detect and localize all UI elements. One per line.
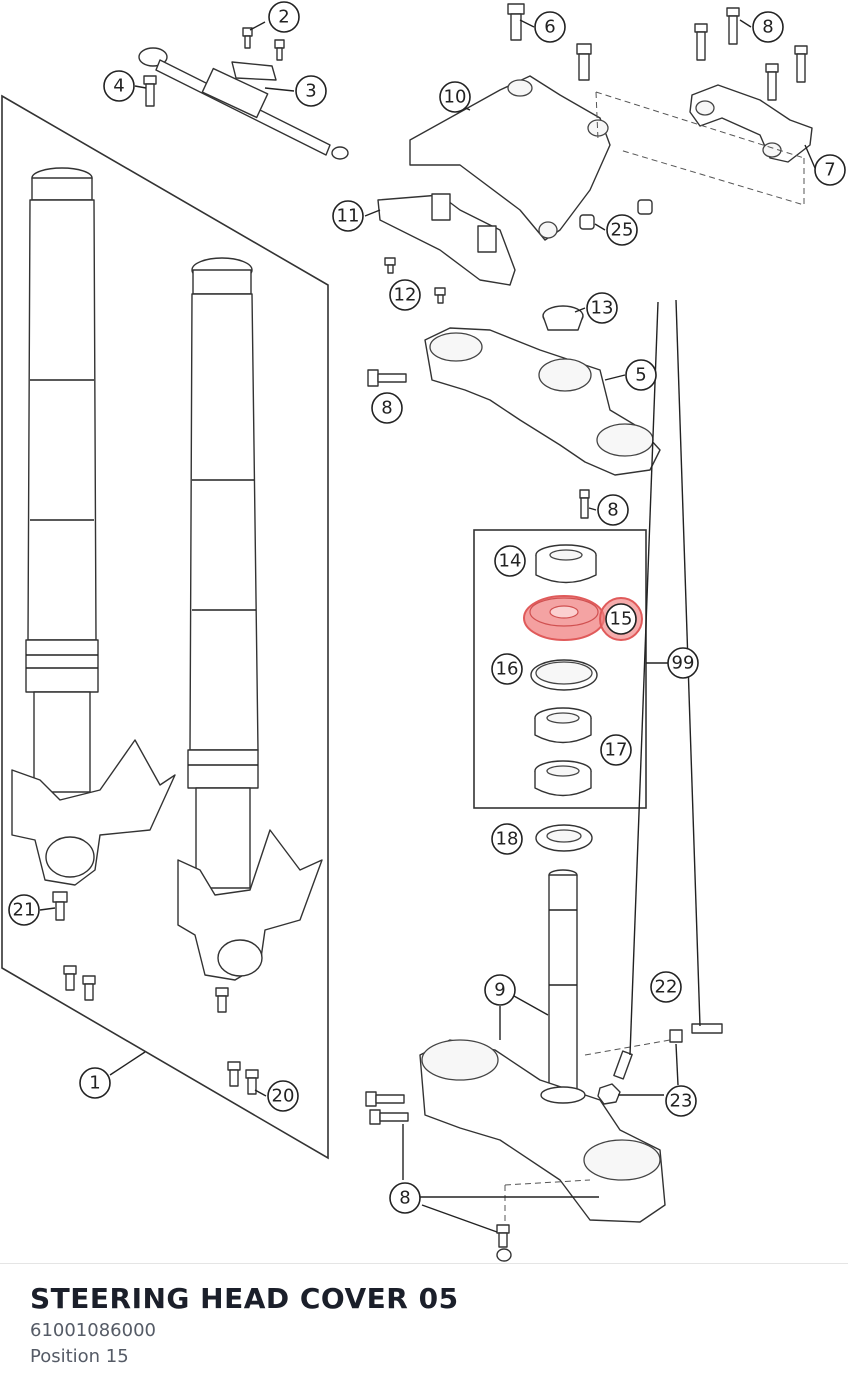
bearing-17-lower[interactable] bbox=[534, 760, 592, 797]
nut-23[interactable] bbox=[597, 1083, 621, 1105]
seal-18[interactable] bbox=[535, 824, 593, 852]
part-position: Position 15 bbox=[30, 1346, 129, 1367]
svg-text:22: 22 bbox=[655, 977, 678, 998]
bolts-6[interactable] bbox=[507, 3, 592, 81]
svg-text:17: 17 bbox=[605, 740, 628, 761]
svg-text:18: 18 bbox=[496, 829, 519, 850]
upper-triple-clamp-5[interactable] bbox=[424, 327, 661, 476]
svg-text:15: 15 bbox=[610, 609, 633, 630]
callout-15[interactable]: 15 bbox=[605, 603, 637, 635]
svg-text:13: 13 bbox=[591, 298, 614, 319]
svg-text:8: 8 bbox=[607, 500, 618, 521]
svg-text:20: 20 bbox=[272, 1086, 295, 1107]
svg-text:8: 8 bbox=[381, 398, 392, 419]
ring-14[interactable] bbox=[535, 544, 597, 584]
callout-1[interactable]: 1 bbox=[79, 1067, 111, 1099]
callout-18[interactable]: 18 bbox=[491, 823, 523, 855]
fork-leg-right[interactable] bbox=[177, 257, 323, 981]
svg-text:8: 8 bbox=[399, 1188, 410, 1209]
callout-6[interactable]: 6 bbox=[534, 11, 566, 43]
screws-12[interactable] bbox=[384, 257, 446, 304]
bolts-8-lower[interactable] bbox=[365, 1091, 512, 1262]
bearing-17-upper[interactable] bbox=[534, 707, 592, 744]
svg-text:4: 4 bbox=[113, 76, 124, 97]
svg-text:12: 12 bbox=[394, 285, 417, 306]
seal-16[interactable] bbox=[530, 659, 598, 691]
steering-damper[interactable] bbox=[138, 47, 349, 160]
handlebar-mount-10[interactable] bbox=[409, 75, 611, 241]
handlebar-clamp-7[interactable] bbox=[689, 84, 813, 163]
bolt-4[interactable] bbox=[143, 75, 157, 107]
callout-14[interactable]: 14 bbox=[494, 545, 526, 577]
bolts-22[interactable] bbox=[613, 1023, 723, 1080]
svg-text:21: 21 bbox=[13, 900, 36, 921]
svg-text:16: 16 bbox=[496, 659, 519, 680]
callout-5[interactable]: 5 bbox=[625, 359, 657, 391]
part-title: STEERING HEAD COVER 05 bbox=[30, 1282, 459, 1315]
svg-text:3: 3 bbox=[305, 81, 316, 102]
callout-8-lower[interactable]: 8 bbox=[389, 1182, 421, 1214]
callout-25[interactable]: 25 bbox=[606, 214, 638, 246]
svg-text:11: 11 bbox=[337, 206, 360, 227]
bolts-lower[interactable] bbox=[63, 965, 229, 1013]
callout-11[interactable]: 11 bbox=[332, 200, 364, 232]
svg-text:10: 10 bbox=[444, 87, 467, 108]
svg-text:1: 1 bbox=[89, 1073, 100, 1094]
callout-13[interactable]: 13 bbox=[586, 292, 618, 324]
bolt-8-under[interactable] bbox=[579, 489, 590, 519]
callout-8-top[interactable]: 8 bbox=[752, 11, 784, 43]
bearing-kit-frame-99 bbox=[473, 529, 647, 809]
fork-assembly-frame bbox=[1, 94, 329, 1160]
svg-text:99: 99 bbox=[672, 653, 695, 674]
callout-22[interactable]: 22 bbox=[650, 971, 682, 1003]
svg-text:7: 7 bbox=[824, 160, 835, 181]
svg-text:23: 23 bbox=[670, 1091, 693, 1112]
callout-4[interactable]: 4 bbox=[103, 70, 135, 102]
bolts-20[interactable] bbox=[227, 1061, 259, 1095]
svg-text:25: 25 bbox=[611, 220, 634, 241]
svg-text:5: 5 bbox=[635, 365, 646, 386]
svg-text:8: 8 bbox=[762, 17, 773, 38]
fork-leg-left[interactable] bbox=[11, 167, 176, 886]
part-number: 61001086000 bbox=[30, 1320, 156, 1341]
callout-23[interactable]: 23 bbox=[665, 1085, 697, 1117]
bolts-2[interactable] bbox=[242, 27, 285, 61]
callout-8-clamp[interactable]: 8 bbox=[371, 392, 403, 424]
exploded-parts-diagram: 1 2 3 4 5 6 7 8 8 8 8 9 10 11 12 13 14 1… bbox=[1, 1, 846, 1262]
bolt-8-clamp[interactable] bbox=[367, 369, 407, 387]
callout-99[interactable]: 99 bbox=[667, 647, 699, 679]
callout-10[interactable]: 10 bbox=[439, 81, 471, 113]
callout-8-under[interactable]: 8 bbox=[597, 494, 629, 526]
stem-nut-13[interactable] bbox=[542, 305, 584, 331]
bolts-8-top[interactable] bbox=[694, 7, 808, 101]
callout-17[interactable]: 17 bbox=[600, 734, 632, 766]
lower-triple-clamp-9[interactable] bbox=[419, 869, 666, 1223]
svg-text:2: 2 bbox=[278, 7, 289, 28]
callout-16[interactable]: 16 bbox=[491, 653, 523, 685]
svg-text:9: 9 bbox=[494, 980, 505, 1001]
callout-7[interactable]: 7 bbox=[814, 154, 846, 186]
callout-12[interactable]: 12 bbox=[389, 279, 421, 311]
callout-20[interactable]: 20 bbox=[267, 1080, 299, 1112]
svg-text:6: 6 bbox=[544, 17, 555, 38]
callout-21[interactable]: 21 bbox=[8, 894, 40, 926]
bracket-11[interactable] bbox=[377, 193, 516, 286]
callout-2[interactable]: 2 bbox=[268, 1, 300, 33]
svg-text:14: 14 bbox=[499, 551, 522, 572]
bolt-21[interactable] bbox=[52, 891, 68, 921]
bushings-25[interactable] bbox=[579, 199, 653, 230]
callout-9[interactable]: 9 bbox=[484, 974, 516, 1006]
callout-3[interactable]: 3 bbox=[295, 75, 327, 107]
part-info-panel: STEERING HEAD COVER 05 61001086000 Posit… bbox=[0, 1263, 848, 1391]
